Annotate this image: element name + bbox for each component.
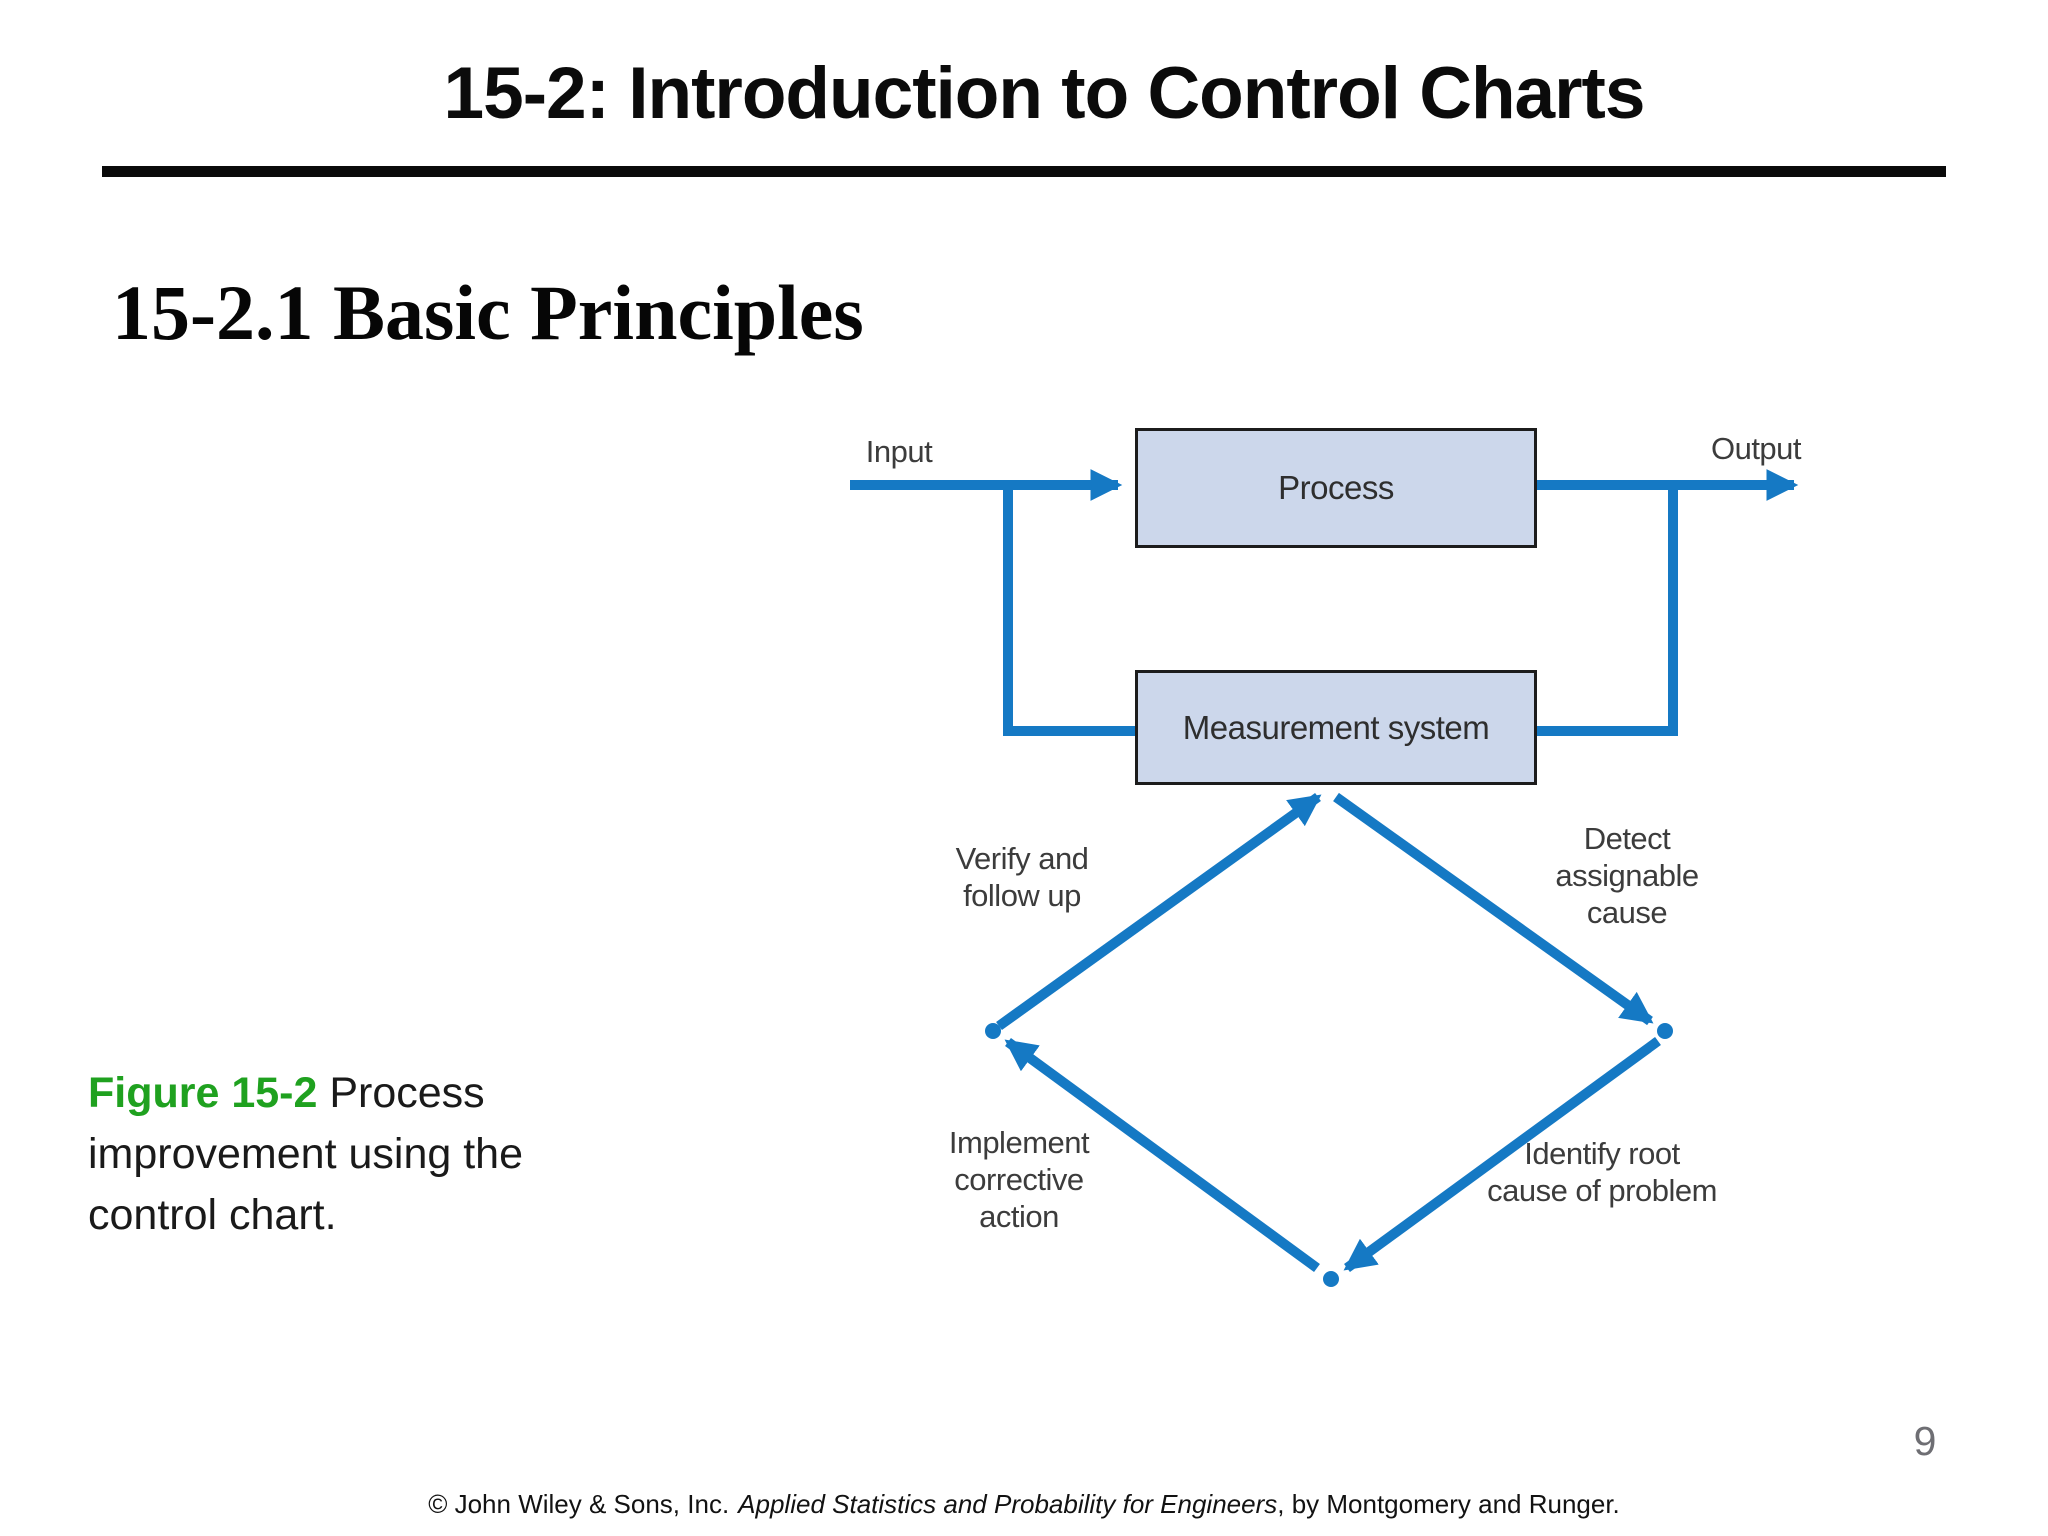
title-underline xyxy=(102,166,1946,177)
footer-copyright: © John Wiley & Sons, Inc. xyxy=(428,1489,730,1519)
verify-follow-up-label: Verify and follow up xyxy=(955,841,1089,913)
cycle-arrow-detect xyxy=(1333,792,1654,1026)
footer-book-title: Applied Statistics and Probability for E… xyxy=(738,1489,1278,1519)
section-heading: 15-2.1 Basic Principles xyxy=(112,269,864,356)
feedback-right-line xyxy=(1537,481,1678,736)
measurement-system-box-label: Measurement system xyxy=(1182,708,1490,746)
figure-caption: Figure 15-2 Process improvement using th… xyxy=(88,1063,560,1246)
output-label: Output xyxy=(1710,431,1802,466)
detect-assignable-cause-label: Detect assignable cause xyxy=(1555,821,1699,930)
cycle-node-left-dot xyxy=(985,1023,1001,1039)
cycle-arrow-identify xyxy=(1343,1036,1661,1273)
feedback-left-line xyxy=(1003,481,1135,736)
page-number: 9 xyxy=(1913,1418,1937,1464)
input-label: Input xyxy=(865,434,933,469)
cycle-arrow-implement xyxy=(1004,1037,1320,1273)
figure-caption-number: Figure 15-2 xyxy=(88,1069,318,1117)
figure-caption-text: Process improvement using the control ch… xyxy=(88,1069,523,1239)
slide-title: 15-2: Introduction to Control Charts xyxy=(443,53,1646,134)
cycle-node-bottom-dot xyxy=(1323,1271,1339,1287)
cycle-arrow-verify xyxy=(996,792,1322,1031)
identify-root-cause-label: Identify root cause of problem xyxy=(1487,1136,1717,1208)
implement-corrective-action-label: Implement corrective action xyxy=(948,1125,1090,1234)
process-box: Process xyxy=(1135,428,1537,548)
process-box-label: Process xyxy=(1278,469,1394,506)
cycle-node-right-dot xyxy=(1657,1023,1673,1039)
measurement-system-box: Measurement system xyxy=(1135,670,1537,785)
footer-credit: © John Wiley & Sons, Inc. Applied Statist… xyxy=(0,1489,2048,1520)
footer-authors: , by Montgomery and Runger. xyxy=(1277,1489,1620,1519)
